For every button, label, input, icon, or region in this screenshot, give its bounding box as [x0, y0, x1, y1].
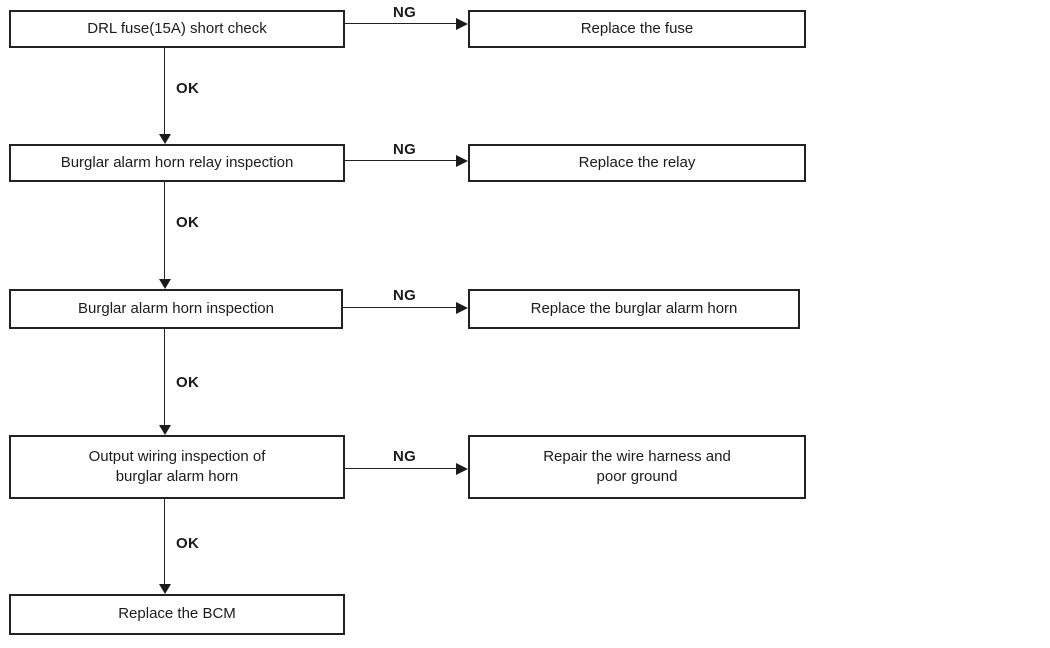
right-arrow-icon [456, 302, 468, 314]
ng-connector-line [343, 307, 457, 308]
ok-label: OK [176, 214, 200, 231]
check-box-horn-inspection: Burglar alarm horn inspection [9, 289, 343, 329]
down-arrow-icon [159, 425, 171, 435]
action-box-repair-harness: Repair the wire harness and poor ground [468, 435, 806, 499]
ng-connector-line [345, 23, 457, 24]
check-box-output-wiring: Output wiring inspection of burglar alar… [9, 435, 345, 499]
ng-label: NG [393, 4, 417, 21]
right-arrow-icon [456, 18, 468, 30]
action-box-replace-fuse: Replace the fuse [468, 10, 806, 48]
ok-connector-line [164, 48, 165, 135]
ng-label: NG [393, 141, 417, 158]
ok-connector-line [164, 182, 165, 280]
check-box-drl-fuse: DRL fuse(15A) short check [9, 10, 345, 48]
right-arrow-icon [456, 463, 468, 475]
down-arrow-icon [159, 279, 171, 289]
ok-connector-line [164, 329, 165, 426]
ok-label: OK [176, 80, 200, 97]
action-box-replace-horn: Replace the burglar alarm horn [468, 289, 800, 329]
ng-label: NG [393, 448, 417, 465]
down-arrow-icon [159, 584, 171, 594]
ok-connector-line [164, 499, 165, 585]
ng-connector-line [345, 160, 457, 161]
ng-label: NG [393, 287, 417, 304]
down-arrow-icon [159, 134, 171, 144]
ok-label: OK [176, 374, 200, 391]
check-box-horn-relay: Burglar alarm horn relay inspection [9, 144, 345, 182]
ok-label: OK [176, 535, 200, 552]
right-arrow-icon [456, 155, 468, 167]
final-box-replace-bcm: Replace the BCM [9, 594, 345, 635]
ng-connector-line [345, 468, 457, 469]
action-box-replace-relay: Replace the relay [468, 144, 806, 182]
